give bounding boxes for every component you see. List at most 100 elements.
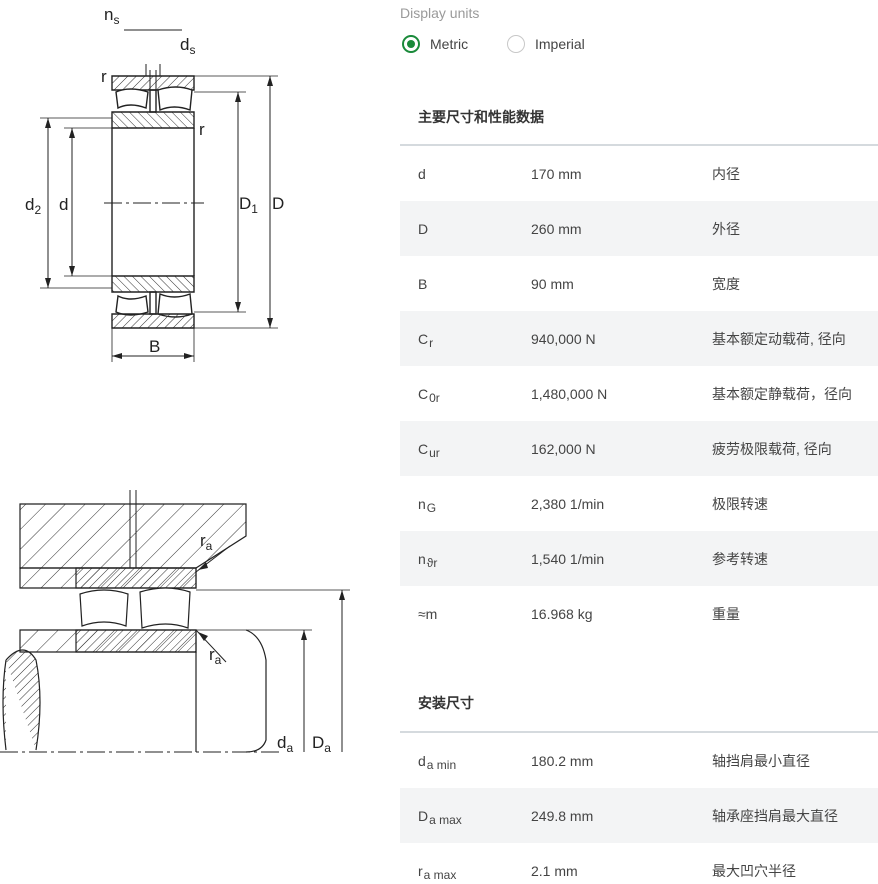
parameter-value: 1,540 1/min: [531, 550, 605, 567]
parameter-description: 外径: [712, 220, 740, 237]
parameter-value: 2,380 1/min: [531, 495, 605, 512]
symbol-text: n: [418, 550, 426, 567]
section-divider: [400, 144, 878, 146]
table-row: ≈m 16.968 kg 重量: [400, 586, 878, 641]
label-D: D: [272, 194, 284, 213]
parameter-description: 轴挡肩最小直径: [712, 752, 810, 769]
parameter-value: 2.1 mm: [531, 862, 578, 879]
parameter-symbol: ≈m: [400, 606, 531, 622]
parameter-description: 基本额定静载荷，径向: [712, 385, 852, 402]
svg-text:ns: ns: [104, 5, 119, 27]
parameter-symbol: Cur: [400, 440, 531, 460]
label-d2-sub: 2: [34, 203, 41, 217]
label-D1: D: [239, 194, 251, 213]
symbol-text: r: [418, 862, 423, 879]
symbol-text: C: [418, 330, 429, 347]
symbol-text: C: [418, 440, 429, 457]
symbol-subscript: a max: [429, 812, 462, 827]
svg-text:d2: d2: [25, 195, 41, 217]
symbol-text: d: [418, 165, 426, 182]
symbol-text: D: [418, 220, 429, 237]
parameter-value: 1,480,000 N: [531, 385, 608, 402]
label-ns: n: [104, 5, 113, 24]
metric-radio[interactable]: Metric: [402, 34, 468, 54]
symbol-subscript: a min: [426, 757, 457, 772]
symbol-text: ≈m: [418, 605, 438, 622]
symbol-subscript: 0r: [429, 390, 440, 405]
label-da: d: [277, 733, 286, 752]
parameter-symbol: B: [400, 276, 531, 292]
symbol-text: C: [418, 385, 429, 402]
parameter-description: 重量: [712, 605, 740, 622]
label-D1-sub: 1: [251, 202, 258, 216]
parameter-description: 参考转速: [712, 550, 768, 567]
svg-text:Da: Da: [312, 733, 331, 755]
symbol-subscript: a max: [423, 867, 457, 882]
svg-text:ra: ra: [200, 531, 213, 553]
parameter-value: 16.968 kg: [531, 605, 593, 622]
mounting-dimensions-drawing: ra ra da Da: [0, 490, 350, 755]
section-divider: [400, 731, 878, 733]
label-r-top: r: [101, 67, 107, 86]
label-ra-bottom-sub: a: [215, 653, 222, 667]
label-B: B: [149, 337, 160, 356]
parameter-value: 249.8 mm: [531, 807, 594, 824]
symbol-text: B: [418, 275, 428, 292]
parameter-description: 极限转速: [712, 495, 768, 512]
svg-text:ds: ds: [180, 35, 195, 57]
parameter-symbol: nϑr: [400, 550, 531, 570]
main-dimensions-title: 主要尺寸和性能数据: [418, 109, 544, 125]
parameter-description: 内径: [712, 165, 740, 182]
parameter-value: 170 mm: [531, 165, 582, 182]
label-da-sub: a: [286, 741, 293, 755]
label-d: d: [59, 195, 68, 214]
parameter-description: 最大凹穴半径: [712, 862, 796, 879]
bearing-cross-section-drawing: ns ds r r d2 d D1 D B: [25, 5, 284, 362]
symbol-subscript: ur: [429, 445, 440, 460]
symbol-text: n: [418, 495, 426, 512]
parameter-symbol: D: [400, 221, 531, 237]
label-Da: D: [312, 733, 324, 752]
label-ra-top-sub: a: [206, 539, 213, 553]
imperial-radio[interactable]: Imperial: [507, 34, 585, 54]
label-ds: d: [180, 35, 189, 54]
mounting-dimensions-title: 安装尺寸: [418, 695, 474, 711]
svg-text:D1: D1: [239, 194, 258, 216]
parameter-symbol: ra max: [400, 862, 531, 882]
parameter-description: 疲劳极限载荷, 径向: [712, 440, 832, 457]
svg-text:ra: ra: [209, 645, 222, 667]
table-row: nG 2,380 1/min 极限转速: [400, 476, 878, 531]
parameter-symbol: d: [400, 166, 531, 182]
display-units-label: Display units: [400, 5, 480, 21]
parameter-value: 940,000 N: [531, 330, 596, 347]
radio-unchecked-icon: [507, 35, 525, 53]
parameter-description: 宽度: [712, 275, 740, 292]
parameter-description: 轴承座挡肩最大直径: [712, 807, 838, 824]
label-d2: d: [25, 195, 34, 214]
radio-checked-icon: [402, 35, 420, 53]
metric-radio-label: Metric: [430, 36, 469, 52]
label-Da-sub: a: [324, 741, 331, 755]
label-ra-top: r: [200, 531, 206, 550]
table-row: d 170 mm 内径: [400, 146, 878, 201]
symbol-subscript: G: [426, 500, 437, 515]
parameter-symbol: Cr: [400, 330, 531, 350]
label-ra-bottom: r: [209, 645, 215, 664]
label-ds-sub: s: [189, 43, 195, 57]
imperial-radio-label: Imperial: [535, 36, 585, 52]
parameter-symbol: da min: [400, 753, 531, 772]
parameter-symbol: Da max: [400, 807, 531, 827]
symbol-text: D: [418, 807, 429, 824]
parameter-value: 162,000 N: [531, 440, 596, 457]
parameter-symbol: C0r: [400, 385, 531, 405]
